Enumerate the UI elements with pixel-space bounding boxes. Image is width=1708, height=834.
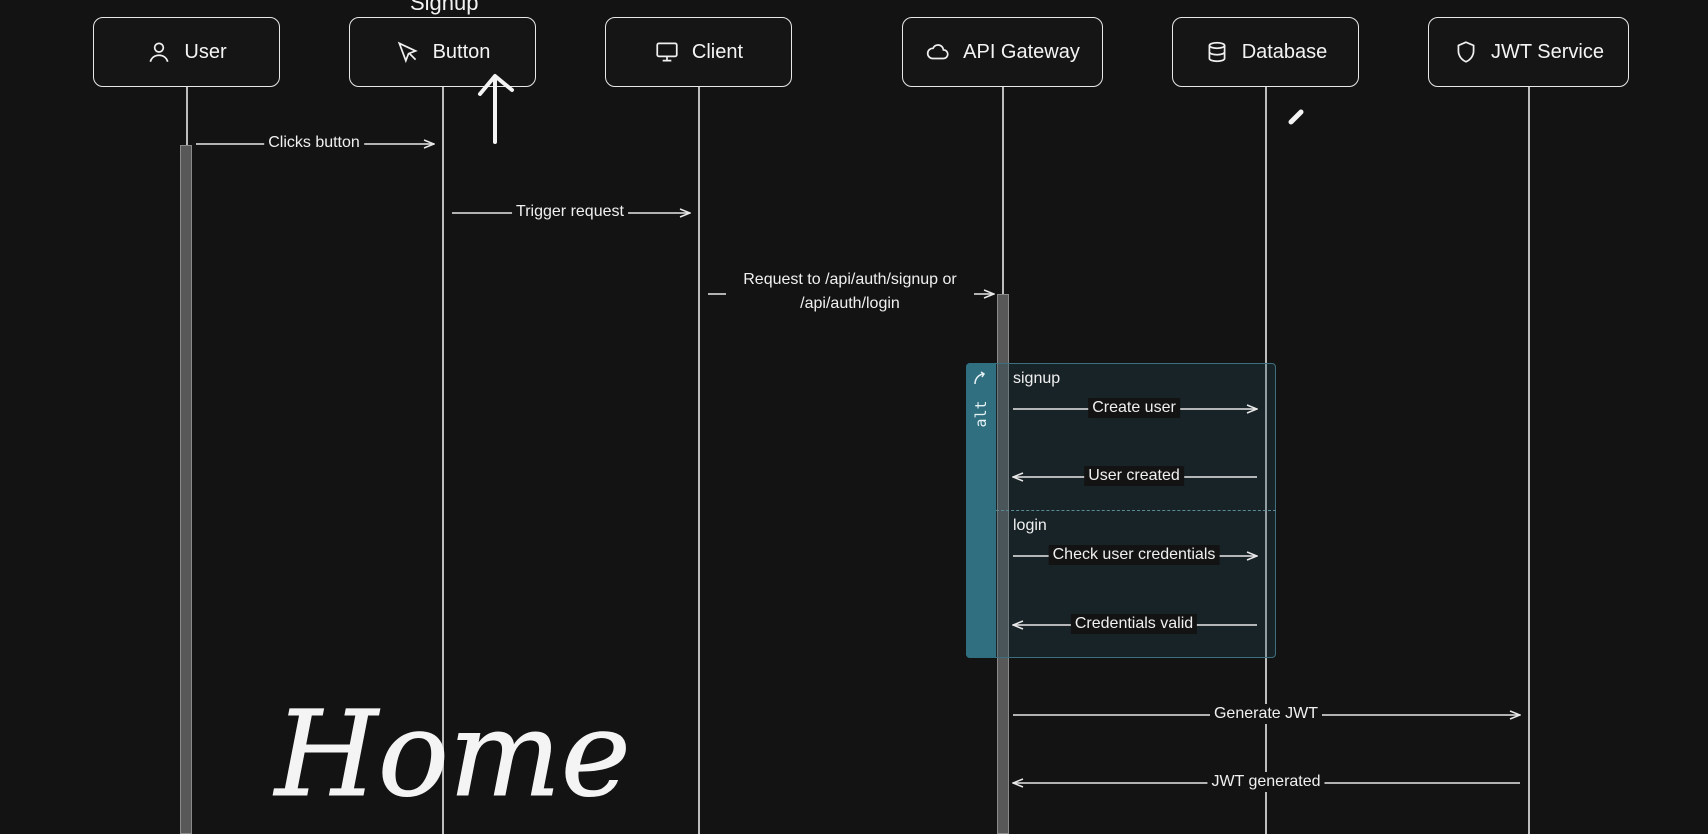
handwritten-tick bbox=[1288, 109, 1304, 125]
monitor-icon bbox=[656, 42, 678, 62]
message-label: Request to /api/auth/signup or /api/auth… bbox=[726, 268, 974, 316]
collapse-icon[interactable] bbox=[970, 368, 992, 390]
message-label: Credentials valid bbox=[1070, 614, 1198, 634]
participant-api-gateway[interactable]: API Gateway bbox=[902, 17, 1103, 87]
shield-icon bbox=[1457, 41, 1475, 63]
message-label: Trigger request bbox=[512, 202, 628, 222]
participant-label: User bbox=[184, 40, 227, 63]
participant-label: Database bbox=[1241, 40, 1328, 63]
signup-annotation-partial: Signup bbox=[410, 0, 479, 15]
participant-jwt-service[interactable]: JWT Service bbox=[1428, 17, 1629, 87]
message-label: JWT generated bbox=[1207, 772, 1325, 792]
participant-database[interactable]: Database bbox=[1172, 17, 1359, 87]
alt-condition-login: login bbox=[1013, 517, 1047, 534]
participant-client[interactable]: Client bbox=[605, 17, 792, 87]
participant-user[interactable]: User bbox=[93, 17, 280, 87]
alt-fragment-tab bbox=[966, 363, 996, 658]
lifeline-client bbox=[698, 87, 700, 834]
message-label: Create user bbox=[1088, 398, 1180, 418]
participant-label: Button bbox=[432, 40, 491, 63]
database-icon bbox=[1208, 41, 1226, 63]
message-label: User created bbox=[1084, 466, 1184, 486]
message-label: Check user credentials bbox=[1048, 545, 1220, 565]
lifeline-database bbox=[1265, 87, 1267, 834]
lifeline-button bbox=[442, 87, 444, 834]
alt-fragment-divider bbox=[996, 510, 1276, 511]
cloud-icon bbox=[927, 44, 949, 60]
user-icon bbox=[149, 42, 169, 63]
message-label: Clicks button bbox=[264, 133, 364, 153]
participant-label: JWT Service bbox=[1491, 40, 1604, 63]
participant-button[interactable]: Button bbox=[349, 17, 536, 87]
participant-label: Client bbox=[691, 40, 744, 63]
handwritten-home: Home bbox=[273, 685, 631, 823]
lifeline-jwt-service bbox=[1528, 87, 1530, 834]
alt-condition-signup: signup bbox=[1013, 370, 1061, 387]
participant-label: API Gateway bbox=[963, 40, 1080, 63]
message-label: Generate JWT bbox=[1209, 704, 1323, 724]
cursor-arrow-icon bbox=[397, 41, 418, 64]
